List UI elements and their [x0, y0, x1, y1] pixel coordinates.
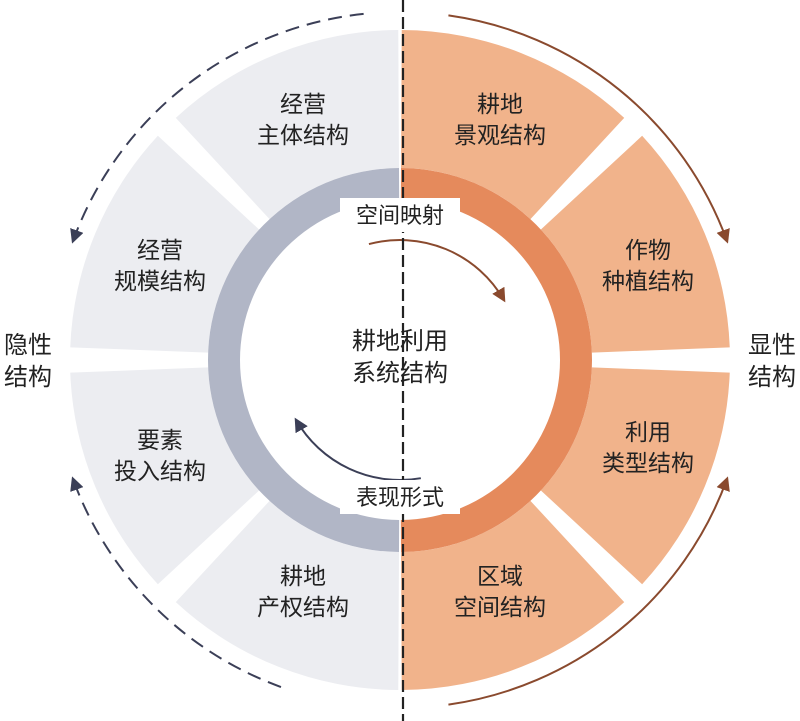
- segment-land-property-structure: [175, 500, 399, 690]
- side-label-right-line2: 结构: [748, 363, 796, 391]
- segment-label-r2-line2: 类型结构: [602, 451, 694, 477]
- segment-label-l0-line1: 经营: [280, 92, 326, 118]
- side-label-left-line1: 隐性: [4, 331, 52, 359]
- hidden-structure-arrow-upper: [70, 12, 364, 244]
- segment-label-r1-line2: 种植结构: [602, 269, 694, 295]
- ring-label-bottom: 表现形式: [356, 486, 444, 511]
- right-segments: [401, 30, 730, 690]
- ring-label-top: 空间映射: [356, 204, 444, 229]
- segment-label-l2-line1: 要素: [137, 428, 183, 454]
- segment-label-r0-line2: 景观结构: [454, 123, 546, 149]
- segment-business-scale-structure: [70, 135, 260, 353]
- segment-label-r3-line2: 空间结构: [454, 595, 546, 621]
- segment-regional-spatial-structure: [401, 500, 625, 690]
- segment-label-l1-line2: 规模结构: [114, 269, 206, 295]
- segment-use-type-structure: [540, 367, 730, 585]
- segment-landscape-structure: [401, 30, 625, 220]
- inner-ring-right: [400, 168, 593, 552]
- segment-label-r0-line1: 耕地: [477, 92, 523, 118]
- segment-factor-input-structure: [70, 367, 260, 585]
- segment-label-l3-line1: 耕地: [280, 564, 326, 590]
- segment-business-entity-structure: [175, 30, 399, 220]
- segment-label-l3-line2: 产权结构: [257, 595, 349, 621]
- ring-label-bottom-bg: [340, 480, 460, 514]
- inner-ring-left: [207, 168, 400, 552]
- side-label-right-line1: 显性: [748, 331, 796, 359]
- segment-label-r3-line1: 区域: [477, 564, 523, 590]
- segment-label-l2-line2: 投入结构: [114, 459, 206, 485]
- explicit-structure-arrow-lower: [448, 476, 730, 706]
- inner-arrow-mapping: [368, 239, 506, 303]
- center-label-line1: 耕地利用: [352, 327, 448, 355]
- segment-label-r1-line1: 作物: [625, 238, 671, 264]
- segment-crop-planting-structure: [540, 135, 730, 353]
- left-segments: [70, 30, 399, 690]
- ring-label-top-bg: [340, 198, 460, 232]
- segment-label-r2-line1: 利用: [625, 420, 671, 446]
- segment-label-l0-line2: 主体结构: [257, 123, 349, 149]
- explicit-structure-arrow-upper: [448, 14, 730, 244]
- center-label-line2: 系统结构: [352, 359, 448, 387]
- segment-label-l1-line1: 经营: [137, 238, 183, 264]
- side-label-left-line2: 结构: [4, 363, 52, 391]
